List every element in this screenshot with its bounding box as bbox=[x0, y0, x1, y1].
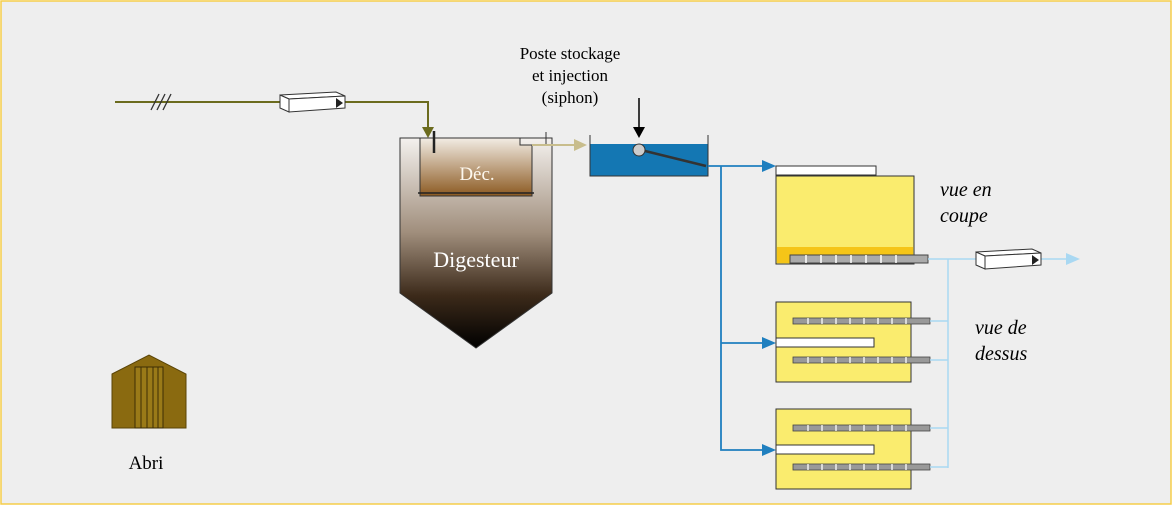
decanter-label: Déc. bbox=[459, 164, 494, 185]
distribution-pipe bbox=[708, 165, 765, 451]
section-view-label-line1: vue en bbox=[940, 179, 992, 201]
inflow-pipe bbox=[115, 101, 434, 138]
injection-arrow bbox=[633, 98, 645, 138]
station-label-line3: (siphon) bbox=[542, 88, 599, 107]
overflow-pipe bbox=[532, 139, 587, 151]
section-view-label-line2: coupe bbox=[940, 205, 988, 227]
pipe-break-icon bbox=[279, 91, 346, 113]
flow-arrow-icon bbox=[1066, 253, 1080, 265]
pipe-break-icon bbox=[150, 93, 172, 111]
filter-section-view bbox=[775, 165, 929, 265]
filter-top-view-2 bbox=[775, 408, 931, 490]
top-view-label-line1: vue de bbox=[975, 317, 1027, 339]
filter-top-view-1 bbox=[775, 301, 931, 383]
digester-label: Digesteur bbox=[433, 247, 519, 272]
station-label-line2: et injection bbox=[532, 66, 609, 85]
flow-arrow-icon bbox=[762, 160, 776, 456]
pipe-break-icon bbox=[975, 248, 1042, 270]
effluent-pipe bbox=[928, 258, 1068, 468]
shelter-icon bbox=[111, 354, 187, 429]
top-view-label-line2: dessus bbox=[975, 343, 1027, 365]
shelter-label: Abri bbox=[129, 453, 164, 474]
siphon-station bbox=[589, 135, 709, 177]
station-label-line1: Poste stockage bbox=[520, 44, 621, 63]
